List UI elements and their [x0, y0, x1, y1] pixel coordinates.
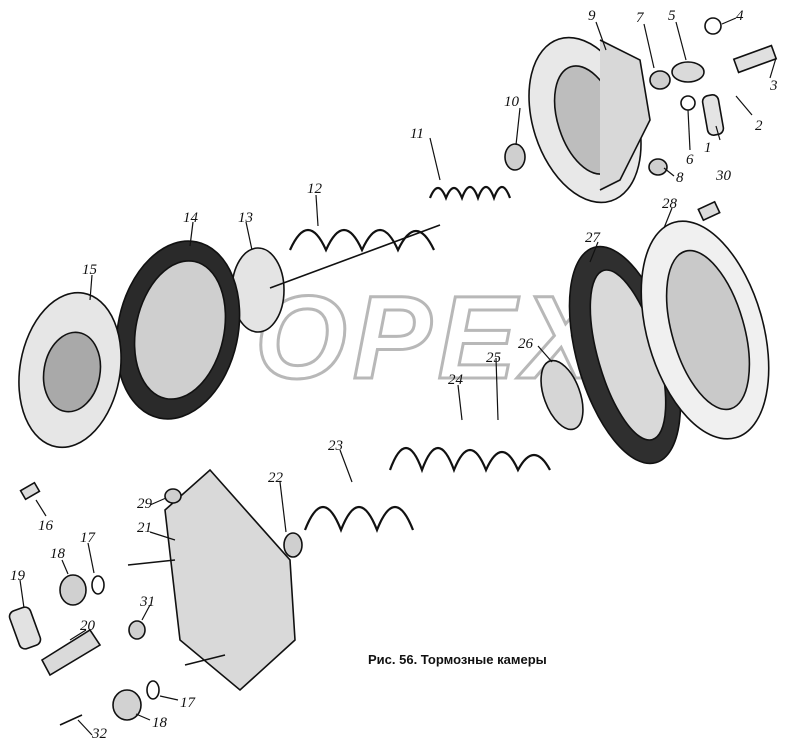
callout-7: 7	[636, 10, 645, 26]
callout-8: 8	[676, 170, 684, 186]
callout-15: 15	[82, 262, 98, 278]
callout-2: 2	[755, 118, 763, 134]
part-28-rear-housing	[640, 220, 770, 440]
part-12-main-spring	[288, 229, 435, 253]
callout-14: 14	[183, 210, 199, 226]
callout-3: 3	[769, 78, 778, 94]
callout-18a: 18	[50, 546, 66, 562]
callout-6: 6	[686, 152, 694, 168]
figure-caption: Рис. 56. Тормозные камеры	[368, 652, 547, 667]
part-11-return-spring	[428, 185, 512, 202]
callout-10: 10	[504, 94, 520, 110]
callout-20: 20	[80, 618, 96, 634]
callout-19: 19	[10, 568, 26, 584]
callout-1: 1	[704, 140, 712, 156]
callout-9: 9	[588, 8, 596, 24]
callout-4: 4	[736, 8, 744, 24]
callout-17b: 17	[180, 695, 197, 711]
callout-11: 11	[410, 126, 424, 142]
callout-24: 24	[448, 372, 464, 388]
part-22-washer	[283, 532, 303, 558]
part-10-washer	[504, 143, 526, 171]
part-24-spring	[388, 447, 551, 474]
part-21-bracket-housing	[127, 468, 296, 692]
callout-16: 16	[38, 518, 54, 534]
callout-12: 12	[307, 181, 323, 197]
callout-32: 32	[91, 726, 108, 742]
callout-28: 28	[662, 196, 678, 212]
part-13-piston	[231, 224, 441, 333]
part-15-front-cover	[18, 291, 122, 449]
part-14-chamber-housing	[115, 240, 241, 420]
callout-18b: 18	[152, 715, 168, 731]
callout-25: 25	[486, 350, 502, 366]
callouts: 1 2 3 4 5 6 7 8 9 10 11 12 13 14 15 16 1…	[10, 8, 778, 742]
callout-23: 23	[328, 438, 343, 454]
callout-27: 27	[585, 230, 602, 246]
callout-26: 26	[518, 336, 534, 352]
small-hardware	[8, 17, 778, 726]
callout-5: 5	[668, 8, 676, 24]
callout-17a: 17	[80, 530, 97, 546]
callout-13: 13	[238, 210, 253, 226]
callout-30: 30	[715, 168, 732, 184]
callout-22: 22	[268, 470, 284, 486]
part-23-spring	[303, 506, 415, 534]
part-9-upper-housing	[528, 36, 651, 204]
part-26-push-plate	[540, 359, 584, 431]
callout-29: 29	[137, 496, 153, 512]
callout-31: 31	[139, 594, 155, 610]
leader-lines	[19, 17, 777, 736]
callout-21: 21	[137, 520, 152, 536]
